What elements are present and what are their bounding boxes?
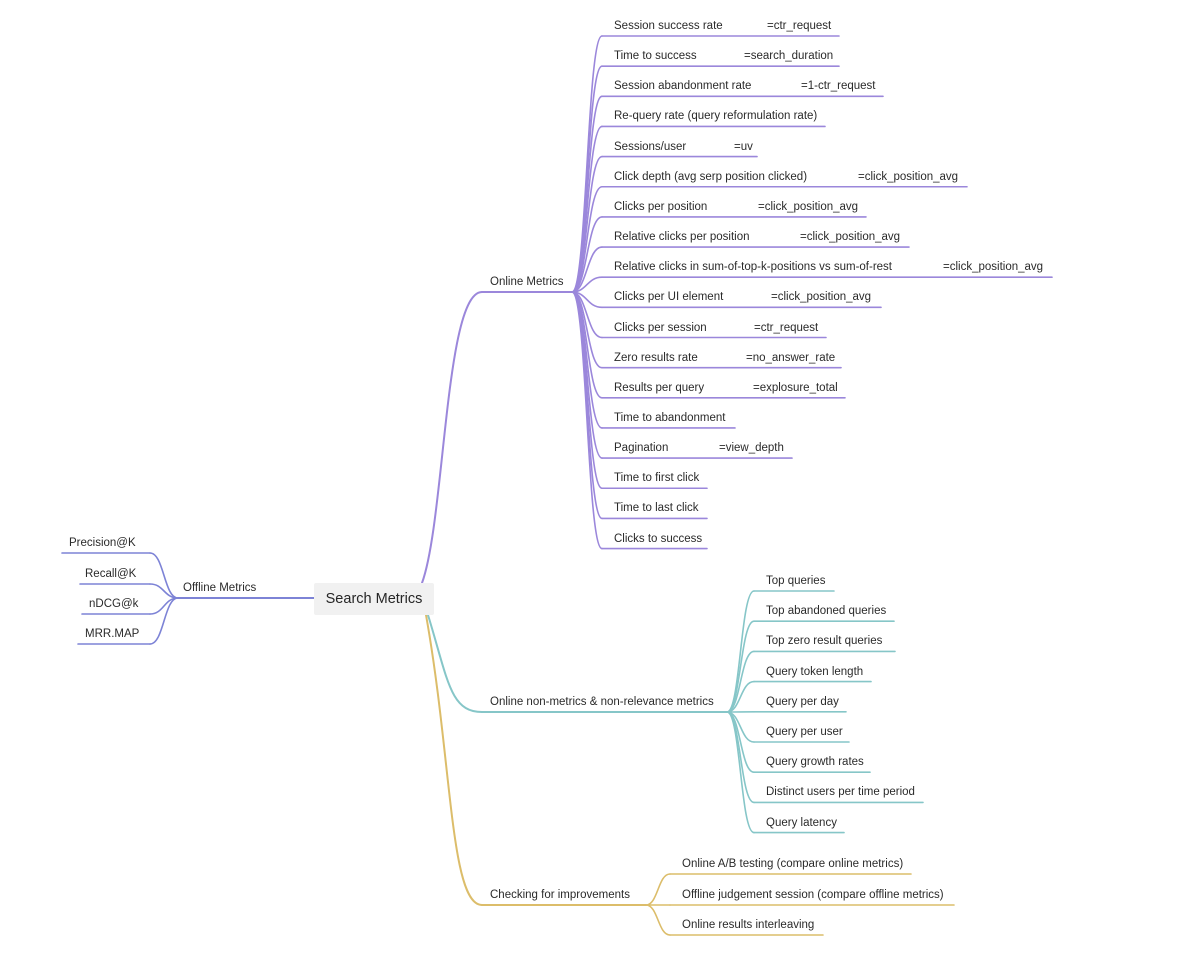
online-metric-label[interactable]: Zero results rate [614,351,698,364]
root-node-search-metrics[interactable]: Search Metrics [314,583,434,615]
online-metric-label[interactable]: Clicks to success [614,532,703,545]
connector-improvements-item [645,873,671,906]
online-metric-label[interactable]: Relative clicks per position [614,231,750,244]
online-metric-label[interactable]: Time to first click [614,472,700,485]
online-metric-formula: =no_answer_rate [746,351,836,364]
connector-root-nonmetrics [427,614,483,713]
online-metric-label[interactable]: Session abandonment rate [614,80,752,93]
online-metric-formula: =uv [734,140,753,153]
online-metric-formula: =click_position_avg [800,231,901,244]
branch-online-non-metrics[interactable]: Online non-metrics & non-relevance metri… [490,696,714,708]
online-metric-formula: =click_position_avg [858,170,959,183]
online-metric-formula: =explosure_total [753,381,838,394]
online-metric-label[interactable]: Time to success [614,50,697,63]
non-metric-label[interactable]: Distinct users per time period [766,786,915,799]
non-metric-label[interactable]: Top abandoned queries [766,605,887,618]
online-metric-label[interactable]: Time to last click [614,502,699,515]
branch-checking-for-improvements[interactable]: Checking for improvements [490,889,630,901]
connector-nonmetrics-item [726,711,755,834]
improvement-label[interactable]: Online A/B testing (compare online metri… [682,858,904,870]
non-metric-label[interactable]: Query per user [766,726,843,738]
offline-metric-label[interactable]: Recall@K [85,568,137,580]
non-metric-label[interactable]: Query growth rates [766,756,864,769]
connector-online-item [571,95,603,293]
improvement-label[interactable]: Online results interleaving [682,919,815,931]
online-metric-label[interactable]: Sessions/user [614,140,687,153]
connector-offline-item [149,597,179,645]
improvement-label[interactable]: Offline judgement session (compare offli… [682,889,944,901]
online-metric-label[interactable]: Clicks per position [614,200,708,213]
connector-online-item [571,216,603,293]
online-metric-label[interactable]: Session success rate [614,20,723,32]
online-metric-label[interactable]: Clicks per UI element [614,291,724,304]
connector-online-item [571,291,603,490]
online-metric-label[interactable]: Pagination [614,442,669,455]
branch-offline-metrics[interactable]: Offline Metrics [183,582,257,594]
non-metric-label[interactable]: Query per day [766,695,839,708]
online-metric-formula: =ctr_request [754,321,819,334]
connector-improvements-item [645,904,671,936]
connector-online-item [571,185,603,293]
connector-nonmetrics-item [726,650,755,713]
connector-root-improvements [425,614,483,906]
offline-metric-label[interactable]: nDCG@k [89,598,139,610]
online-metric-formula: =click_position_avg [943,261,1044,274]
connector-online-item [571,291,603,550]
connector-offline-item [149,552,179,599]
non-metric-label[interactable]: Top zero result queries [766,635,883,648]
connector-nonmetrics-item [726,711,755,773]
online-metric-label[interactable]: Click depth (avg serp position clicked) [614,170,808,183]
online-metric-label[interactable]: Relative clicks in sum-of-top-k-position… [614,261,892,274]
non-metric-label[interactable]: Query token length [766,665,864,678]
online-metric-formula: =click_position_avg [758,200,859,213]
online-metric-label[interactable]: Results per query [614,381,705,394]
branch-online-metrics[interactable]: Online Metrics [490,276,564,288]
root-node-label: Search Metrics [325,591,423,607]
connector-online-item [571,246,603,293]
online-metric-formula: =view_depth [719,442,784,455]
online-metric-formula: =ctr_request [767,20,832,32]
offline-metric-label[interactable]: MRR.MAP [85,628,140,640]
online-metric-label[interactable]: Clicks per session [614,321,707,334]
online-metric-label[interactable]: Re-query rate (query reformulation rate) [614,110,818,123]
online-metric-formula: =click_position_avg [771,291,872,304]
connector-nonmetrics-item [726,590,755,713]
connector-root-online [421,291,483,584]
non-metric-label[interactable]: Top queries [766,575,826,587]
connector-nonmetrics-item [726,680,755,713]
online-metric-label[interactable]: Time to abandonment [614,411,726,424]
non-metric-label[interactable]: Query latency [766,816,837,829]
offline-metric-label[interactable]: Precision@K [69,537,136,549]
online-metric-formula: =search_duration [744,50,834,63]
online-metric-formula: =1-ctr_request [801,80,876,93]
